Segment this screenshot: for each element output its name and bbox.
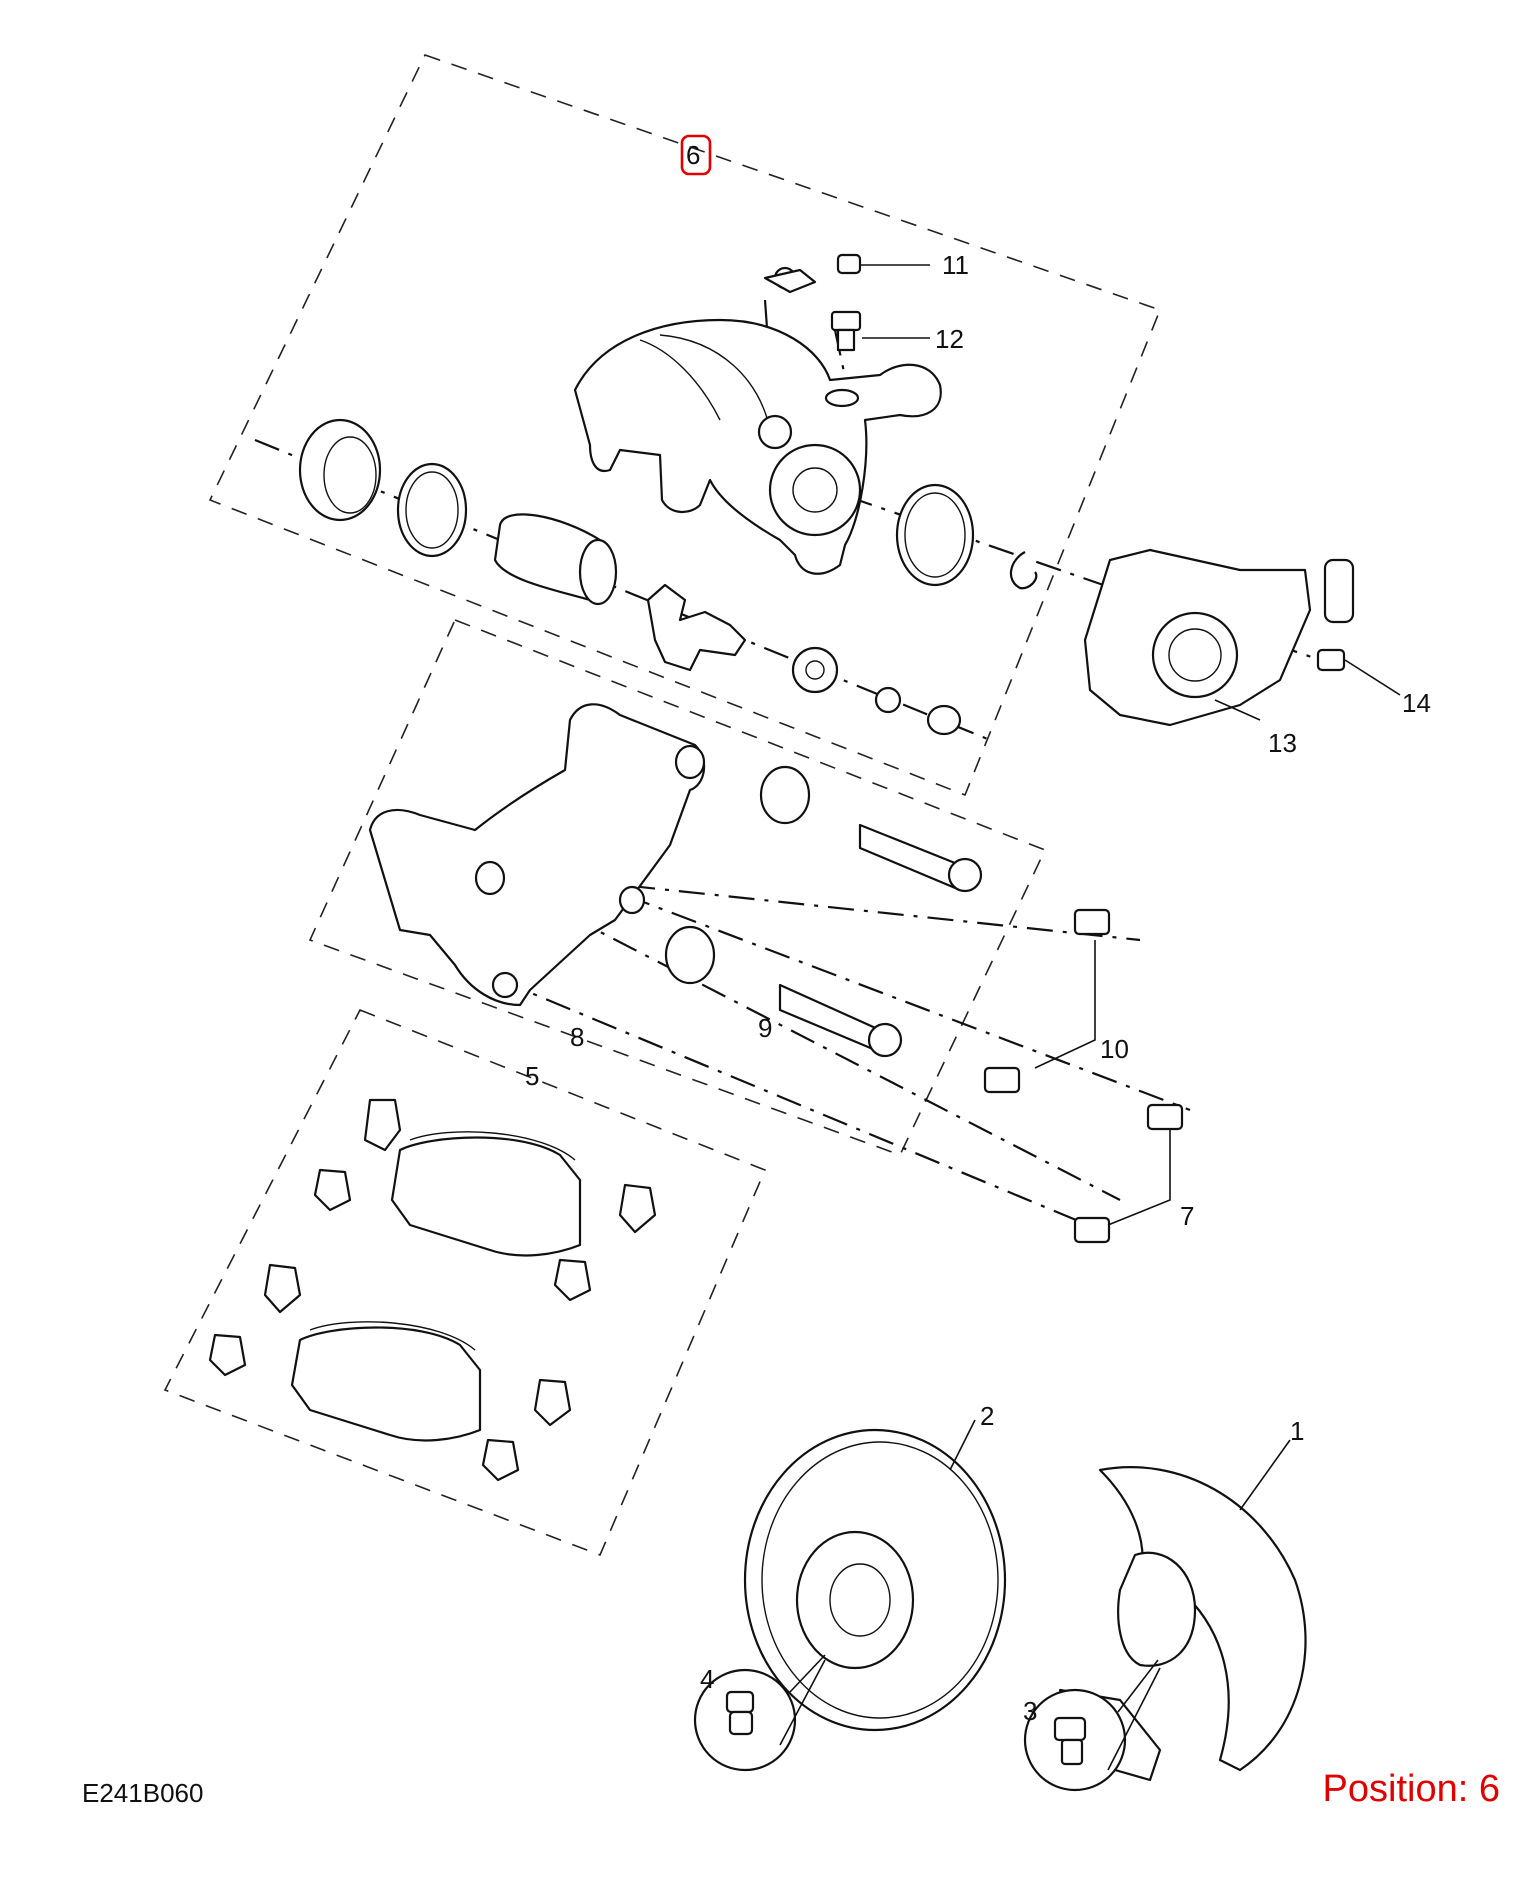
bleed-screw bbox=[830, 310, 862, 352]
carrier-bolts bbox=[1073, 1103, 1184, 1244]
callout-4[interactable]: 4 bbox=[700, 1664, 714, 1694]
position-label: Position: 6 bbox=[1322, 1768, 1500, 1810]
carrier-bracket bbox=[368, 703, 706, 1007]
piston-seal bbox=[396, 462, 468, 558]
guide-pin-boot-lower bbox=[664, 925, 716, 985]
group-6-boundary bbox=[208, 54, 1162, 797]
guide-pin-lower bbox=[778, 983, 903, 1058]
piston bbox=[493, 513, 618, 606]
group-8-boundary bbox=[308, 618, 1047, 1157]
callout-5[interactable]: 5 bbox=[525, 1061, 539, 1091]
callout-2[interactable]: 2 bbox=[980, 1401, 994, 1431]
callout-11[interactable]: 11 bbox=[942, 250, 969, 280]
adjuster-spindle bbox=[646, 583, 962, 736]
callout-6[interactable]: 6 bbox=[686, 140, 700, 170]
parking-brake-motor bbox=[1083, 548, 1355, 727]
pad-clips bbox=[208, 1098, 657, 1482]
o-ring bbox=[895, 483, 975, 587]
callout-3[interactable]: 3 bbox=[1023, 1696, 1037, 1726]
diagram-code: E241B060 bbox=[82, 1778, 204, 1808]
shield-bolt-detail bbox=[1023, 1659, 1161, 1792]
brake-pad-lower bbox=[290, 1321, 482, 1442]
callout-14[interactable]: 14 bbox=[1402, 688, 1431, 718]
guide-pin-boot-upper bbox=[759, 765, 811, 825]
callout-10[interactable]: 10 bbox=[1100, 1034, 1129, 1064]
callout-9[interactable]: 9 bbox=[758, 1013, 772, 1043]
circlip bbox=[1009, 551, 1038, 590]
motor-bolt bbox=[1316, 648, 1346, 672]
guide-bolts bbox=[983, 908, 1111, 1094]
brake-pad-upper bbox=[390, 1131, 582, 1257]
callout-8[interactable]: 8 bbox=[570, 1022, 584, 1052]
caliper-housing bbox=[573, 266, 942, 575]
brake-disc bbox=[743, 1428, 1007, 1732]
dust-boot bbox=[298, 418, 382, 522]
bleed-screw-cap bbox=[836, 253, 862, 275]
callout-6-highlight bbox=[680, 134, 712, 176]
callout-7[interactable]: 7 bbox=[1180, 1201, 1194, 1231]
group-5-boundary bbox=[163, 1008, 767, 1557]
callout-13[interactable]: 13 bbox=[1268, 728, 1297, 758]
disc-screw-detail bbox=[693, 1654, 826, 1772]
callout-12[interactable]: 12 bbox=[935, 324, 964, 354]
guide-pin-upper bbox=[858, 823, 983, 893]
callout-1[interactable]: 1 bbox=[1290, 1416, 1304, 1446]
leader-lines bbox=[860, 264, 1401, 1511]
